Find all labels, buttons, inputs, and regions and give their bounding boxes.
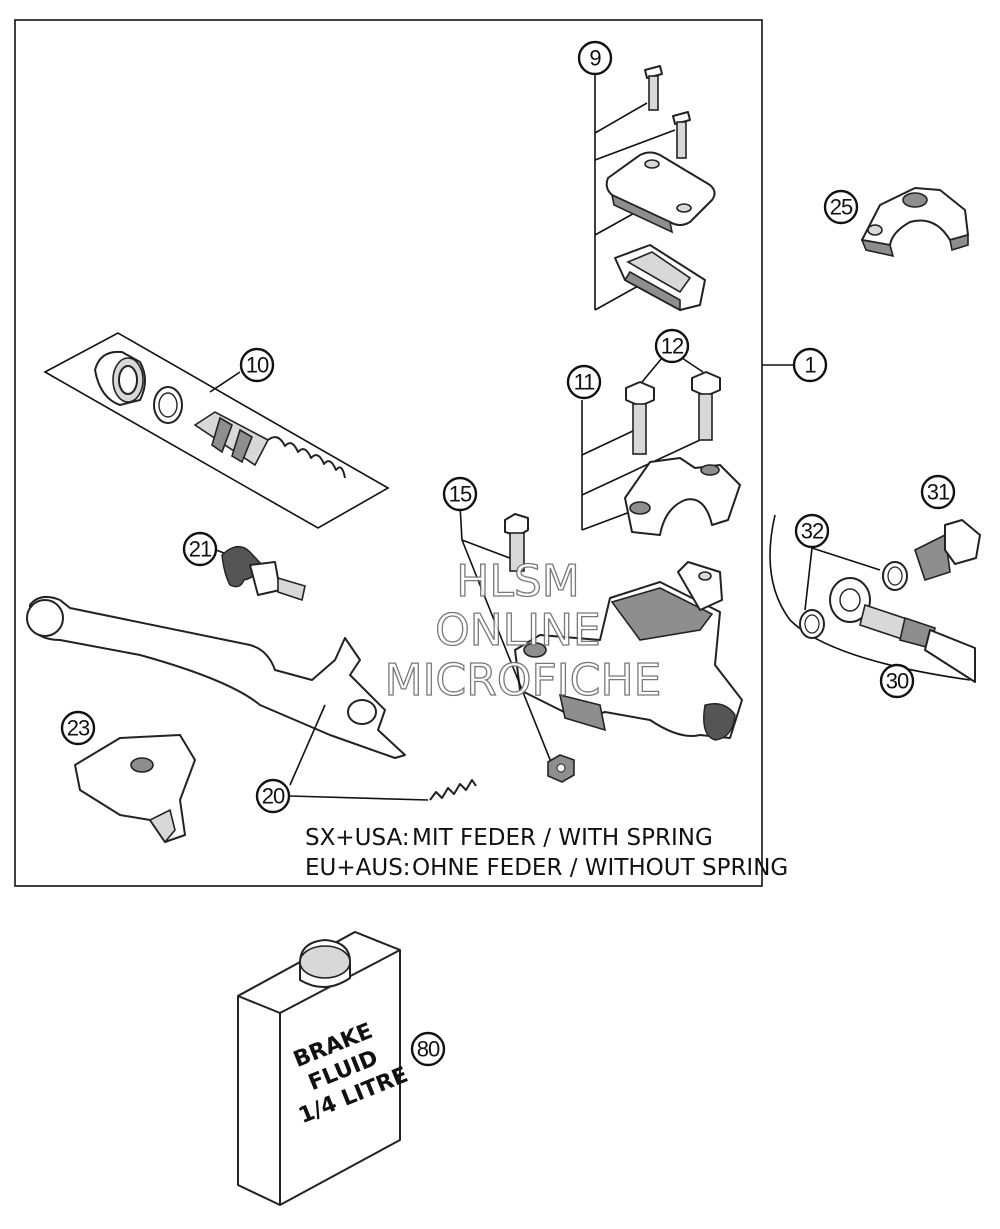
watermark-line-1: HLSM (456, 556, 580, 607)
lever-adjuster-21 (215, 546, 306, 602)
callout-1: 1 (792, 347, 828, 383)
brake-fluid-container-80 (237, 931, 401, 1206)
clamp-bolts-11-12 (581, 357, 741, 536)
assembly-frame (14, 19, 763, 887)
watermark: HLSM ONLINE MICROFICHE (384, 555, 662, 706)
watermark-line-2: ONLINE (435, 605, 601, 656)
callout-21-label: 21 (189, 537, 212, 562)
callout-30-label: 30 (886, 669, 909, 694)
callout-20-label: 20 (262, 784, 285, 809)
handlebar-clamp-25 (860, 187, 969, 258)
callout-25-label: 25 (830, 195, 853, 220)
callout-12-label: 12 (661, 334, 684, 359)
note-eu-prefix: EU+AUS: (305, 855, 411, 881)
note-sx-text: MIT FEDER / WITH SPRING (412, 825, 713, 851)
piston-kit-10 (43, 332, 390, 529)
callout-80-label: 80 (417, 1037, 440, 1062)
callout-15-label: 15 (449, 482, 472, 507)
lever-guard-23 (74, 734, 196, 844)
callout-11: 11 (566, 364, 602, 400)
note-sx-prefix: SX+USA: (305, 825, 410, 851)
note-eu-text: OHNE FEDER / WITHOUT SPRING (412, 855, 788, 881)
spring-notes: SX+USA: MIT FEDER / WITH SPRING EU+AUS: … (305, 825, 788, 881)
callout-32: 32 (794, 513, 830, 549)
callout-32-label: 32 (801, 519, 824, 544)
callout-30: 30 (879, 663, 915, 699)
brake-lever-20 (26, 595, 477, 801)
callout-1-label: 1 (804, 353, 816, 378)
callout-10: 10 (239, 347, 275, 383)
callout-21: 21 (182, 531, 218, 567)
callout-80: 80 (410, 1031, 446, 1067)
callout-20: 20 (255, 778, 291, 814)
callout-11-label: 11 (574, 370, 596, 395)
watermark-line-3: MICROFICHE (385, 655, 662, 706)
callout-25: 25 (823, 189, 859, 225)
callout-12: 12 (654, 328, 690, 364)
callout-23-label: 23 (67, 716, 90, 741)
callout-15: 15 (442, 476, 478, 512)
lever-bolt-nut-15 (459, 504, 575, 783)
reservoir-cap-kit (594, 65, 716, 312)
callout-23: 23 (60, 710, 96, 746)
callout-31: 31 (920, 474, 956, 510)
callout-9: 9 (577, 40, 613, 76)
callout-10-label: 10 (246, 353, 269, 378)
callout-9-label: 9 (589, 46, 601, 71)
callout-31-label: 31 (927, 480, 950, 505)
